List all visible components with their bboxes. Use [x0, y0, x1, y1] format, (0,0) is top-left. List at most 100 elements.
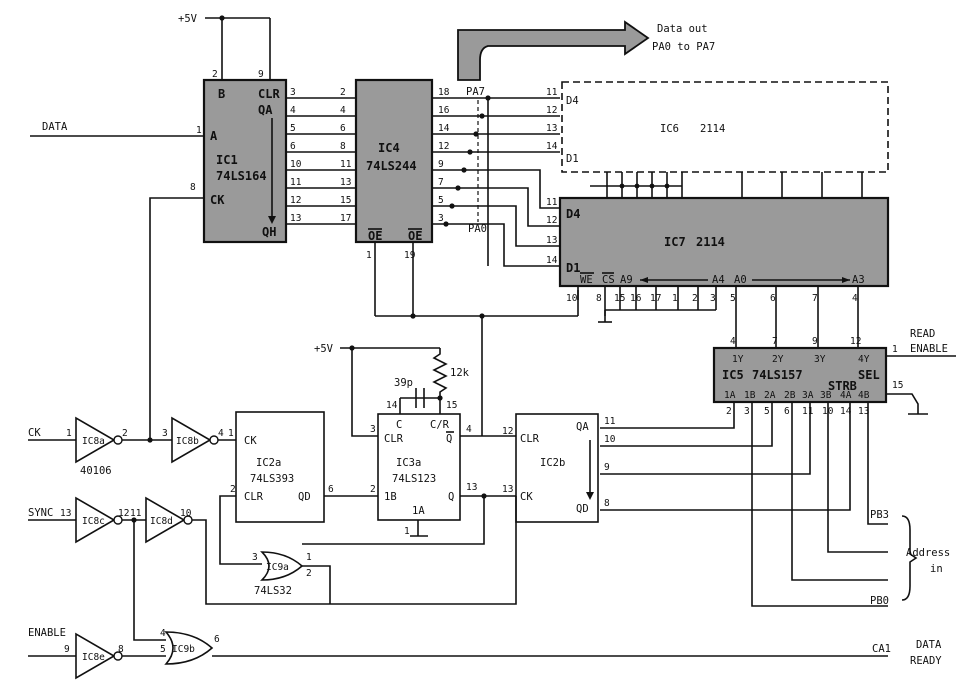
svg-text:9: 9: [64, 644, 70, 655]
svg-text:2: 2: [370, 484, 376, 495]
svg-text:4: 4: [466, 424, 472, 435]
address-bracket: [901, 515, 918, 601]
data-ready-label-1: DATA: [916, 639, 942, 651]
ck-input-label: CK: [28, 427, 41, 439]
ic2b-pin-ck: CK: [520, 491, 533, 503]
svg-text:11: 11: [340, 159, 352, 170]
ic7-chip: [558, 196, 890, 288]
ic3a-pin-c: C: [396, 419, 402, 431]
cap-value: 39p: [394, 377, 413, 389]
ic1-pin-qa: QA: [258, 103, 273, 117]
svg-text:14: 14: [438, 123, 450, 134]
ic4-name: IC4: [378, 141, 400, 155]
svg-text:1: 1: [892, 344, 898, 355]
ic4-pin-oe2: OE: [408, 229, 422, 243]
svg-text:2: 2: [122, 428, 128, 439]
svg-text:13: 13: [290, 213, 301, 224]
ic7-pin-a4: A4: [712, 274, 725, 286]
ic5-pin-sel: SEL: [858, 368, 880, 382]
ic6-ic7-data-pins: 11 12 13 14 11 12 13 14: [546, 87, 558, 266]
svg-text:10: 10: [822, 406, 834, 417]
svg-text:6: 6: [340, 123, 346, 134]
ic5-pin-3y: 3Y: [814, 354, 826, 365]
svg-text:12: 12: [546, 105, 557, 116]
sync-to-ck-wire: [192, 496, 517, 605]
ic5-pin-1y: 1Y: [732, 354, 744, 365]
svg-text:12: 12: [438, 141, 449, 152]
data-out-arrow: [457, 20, 650, 81]
svg-text:3: 3: [744, 406, 750, 417]
svg-text:16: 16: [630, 293, 642, 304]
ic4-chip: [354, 78, 434, 244]
ic2a-name: IC2a: [256, 457, 281, 469]
ic5-pin-3a: 3A: [802, 390, 814, 401]
ic5-input-wires: [600, 402, 888, 607]
svg-text:11: 11: [604, 416, 616, 427]
ic5-pin-4a: 4A: [840, 390, 852, 401]
ic7-bottom-pins: [577, 286, 859, 348]
ic8a-part: 40106: [80, 465, 112, 477]
ca1-label: CA1: [872, 643, 891, 655]
svg-text:8: 8: [596, 293, 602, 304]
svg-text:6: 6: [214, 634, 220, 645]
svg-text:12: 12: [290, 195, 301, 206]
svg-text:16: 16: [438, 105, 450, 116]
svg-text:1: 1: [366, 250, 372, 261]
svg-text:4: 4: [218, 428, 224, 439]
ic3a-pin-qbar: Q: [446, 433, 452, 445]
svg-text:13: 13: [858, 406, 869, 417]
ic5-pin-strb: STRB: [828, 379, 857, 393]
vcc-top-rail: [205, 15, 271, 80]
address-in-label-1: Address: [906, 547, 950, 559]
ic7-name: IC7: [664, 235, 686, 249]
svg-text:2: 2: [692, 293, 698, 304]
svg-text:1: 1: [306, 552, 312, 563]
svg-text:13: 13: [340, 177, 351, 188]
clr-feedback-wire: [219, 495, 262, 565]
ic2a-pin-ck: CK: [244, 435, 257, 447]
svg-text:17: 17: [650, 293, 661, 304]
svg-text:8: 8: [190, 182, 196, 193]
data-out-label: Data out: [657, 23, 708, 35]
svg-text:13: 13: [546, 123, 557, 134]
ic6-pin-d4: D4: [566, 95, 579, 107]
svg-text:17: 17: [340, 213, 351, 224]
svg-text:7: 7: [438, 177, 444, 188]
ic4-part: 74LS244: [366, 159, 417, 173]
svg-text:4: 4: [730, 336, 736, 347]
svg-text:11: 11: [546, 87, 558, 98]
ic9a-gate: [260, 551, 304, 581]
ic8e-name: IC8e: [82, 652, 105, 663]
svg-text:4: 4: [340, 105, 346, 116]
ic8b-gate: [171, 416, 212, 464]
vcc-top-label: +5V: [178, 13, 198, 25]
svg-text:2: 2: [230, 484, 236, 495]
ic3a-name: IC3a: [396, 457, 421, 469]
svg-text:10: 10: [180, 508, 192, 519]
ic8d-gate: [145, 496, 186, 544]
ic2a-chip: [235, 411, 325, 523]
ic1-pin-clr: CLR: [258, 87, 280, 101]
ic7-pin-d1: D1: [566, 261, 580, 275]
ic2a-part: 74LS393: [250, 473, 294, 485]
ic5-pin-2y: 2Y: [772, 354, 784, 365]
ic5-pin-3b: 3B: [820, 390, 832, 401]
read-enable-label-1: READ: [910, 328, 935, 340]
svg-text:9: 9: [604, 462, 610, 473]
ic4-ic7-bus: [432, 98, 560, 267]
data-ready-label-2: READY: [910, 655, 942, 667]
ic3a-pin-q: Q: [448, 491, 454, 503]
svg-text:3: 3: [290, 87, 296, 98]
svg-text:15: 15: [446, 400, 457, 411]
ic5-name: IC5: [722, 368, 744, 382]
ic7-pin-we: WE: [580, 274, 593, 286]
read-enable-label-2: ENABLE: [910, 343, 948, 355]
ic5-chip: [712, 346, 888, 404]
ic1-pin-ck: CK: [210, 193, 225, 207]
svg-text:11: 11: [802, 406, 814, 417]
ic1-pin-b: B: [218, 87, 225, 101]
svg-text:5: 5: [730, 293, 736, 304]
svg-text:1: 1: [672, 293, 678, 304]
svg-text:14: 14: [546, 141, 558, 152]
